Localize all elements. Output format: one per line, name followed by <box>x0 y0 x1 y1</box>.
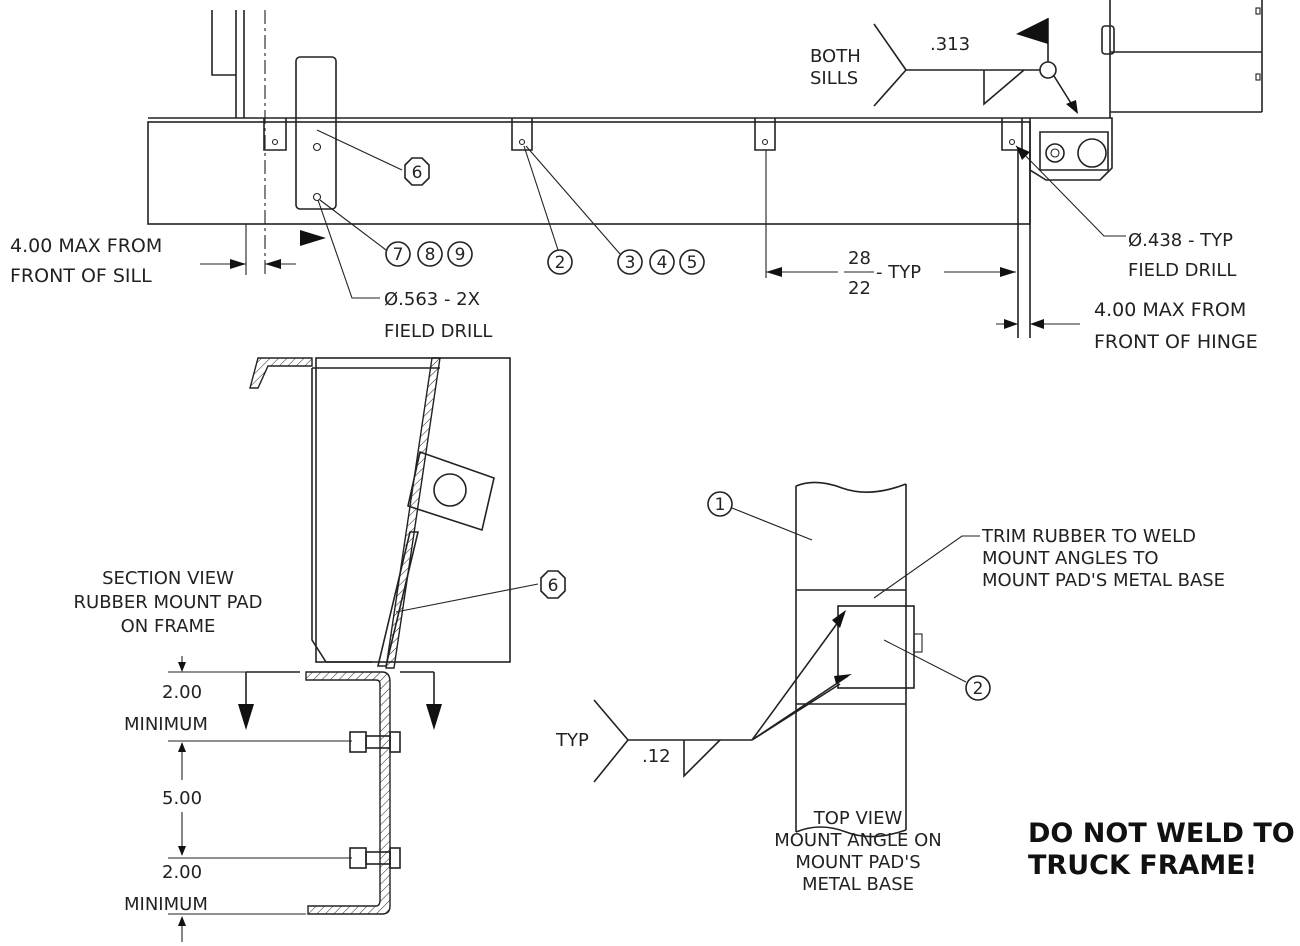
spacing-suffix: - TYP <box>876 262 921 283</box>
bubble-2-detail: 2 <box>973 679 984 699</box>
section-dimensions: 2.00 MINIMUM 5.00 2.00 MINIMUM <box>124 656 352 942</box>
callout-hole-563: Ø.563 - 2X FIELD DRILL <box>317 199 492 342</box>
text-line: FRONT OF SILL <box>10 265 152 287</box>
callout-6-section: 6 <box>395 570 566 613</box>
dim-bottom-note: MINIMUM <box>124 894 208 915</box>
text-line: BOTH <box>810 46 861 67</box>
bubble-7: 7 <box>393 245 404 265</box>
text-line: MOUNT ANGLES TO <box>982 548 1159 569</box>
dim-top-note: MINIMUM <box>124 714 208 735</box>
text-line: 4.00 MAX FROM <box>1094 299 1246 321</box>
text-line: Ø.438 - TYP <box>1128 230 1233 251</box>
text-line: DO NOT WELD TO <box>1028 818 1295 849</box>
text-line: MOUNT PAD'S <box>795 852 920 873</box>
callout-2-top: 2 <box>523 145 573 275</box>
hinge-front-note: 4.00 MAX FROM FRONT OF HINGE <box>1094 299 1258 353</box>
text-line: SECTION VIEW <box>102 568 234 589</box>
text-line: MOUNT PAD'S METAL BASE <box>982 570 1225 591</box>
callout-hole-438: Ø.438 - TYP FIELD DRILL <box>1015 145 1236 281</box>
bolts <box>349 731 401 869</box>
text-line: TOP VIEW <box>813 808 903 829</box>
text-line: FRONT OF HINGE <box>1094 331 1258 353</box>
bubble-5: 5 <box>687 253 698 273</box>
text-line: RUBBER MOUNT PAD <box>74 592 263 613</box>
mount-pad <box>837 605 915 689</box>
weld-symbol-detail: TYP .12 <box>555 610 852 783</box>
sill-body <box>147 121 1031 225</box>
text-line: METAL BASE <box>802 874 914 895</box>
callout-2-detail: 2 <box>883 639 991 701</box>
bracket-plate <box>407 450 495 532</box>
spacing-upper: 28 <box>848 248 871 269</box>
dim-bottom: 2.00 <box>162 862 202 883</box>
bubble-6-section: 6 <box>548 576 559 596</box>
dim-hinge-front: 4.00 MAX FROM FRONT OF HINGE <box>996 299 1258 353</box>
text-line: Ø.563 - 2X <box>384 289 480 310</box>
bubble-6-top: 6 <box>412 163 423 183</box>
bubble-1: 1 <box>715 495 726 515</box>
dim-mid: 5.00 <box>162 788 202 809</box>
frame-body <box>315 357 511 663</box>
text-line: FIELD DRILL <box>384 321 492 342</box>
bubble-8: 8 <box>425 245 436 265</box>
text-line: SILLS <box>810 68 858 89</box>
text-line: FIELD DRILL <box>1128 260 1236 281</box>
dim-sill-front: 4.00 MAX FROM FRONT OF SILL <box>10 224 326 287</box>
body-panel <box>1101 0 1263 118</box>
text-line: ON FRAME <box>121 616 216 637</box>
section-title: SECTION VIEW RUBBER MOUNT PAD ON FRAME <box>74 568 263 637</box>
bubble-2-top: 2 <box>555 253 566 273</box>
callout-789: 7 8 9 <box>319 199 473 267</box>
text-line: 4.00 MAX FROM <box>10 235 162 257</box>
dim-top: 2.00 <box>162 682 202 703</box>
callout-6-top: 6 <box>316 129 430 186</box>
section-view: 6 SECTION VIEW RUBBER MOUNT PAD ON FRAME 2… <box>74 357 566 942</box>
frame-break-top <box>795 481 907 493</box>
weld-size-top: .313 <box>930 34 970 55</box>
text-line: TRUCK FRAME! <box>1028 850 1257 881</box>
callout-345: 3 4 5 <box>525 145 705 275</box>
hole-438-note: Ø.438 - TYP FIELD DRILL <box>1128 230 1236 281</box>
mount-plate <box>295 56 337 210</box>
callout-1: 1 <box>707 491 813 541</box>
weld-type: TYP <box>555 730 589 751</box>
text-line: TRIM RUBBER TO WELD <box>981 526 1196 547</box>
hole-563-note: Ø.563 - 2X FIELD DRILL <box>384 289 492 342</box>
sill-front-note: 4.00 MAX FROM FRONT OF SILL <box>10 235 162 287</box>
text-line: MOUNT ANGLE ON <box>774 830 942 851</box>
dim-spacing: 28 22 - TYP <box>765 150 1016 299</box>
frame-break-bottom <box>795 826 907 838</box>
bubble-3: 3 <box>625 253 636 273</box>
mount-angle <box>305 671 391 915</box>
hinge-assembly <box>1017 117 1113 338</box>
spacing-lower: 22 <box>848 278 871 299</box>
mount-tabs <box>263 118 1023 151</box>
bubble-4: 4 <box>657 253 668 273</box>
weld-size-detail: .12 <box>642 746 671 767</box>
bubble-9: 9 <box>455 245 466 265</box>
rubber-strip <box>376 531 420 667</box>
